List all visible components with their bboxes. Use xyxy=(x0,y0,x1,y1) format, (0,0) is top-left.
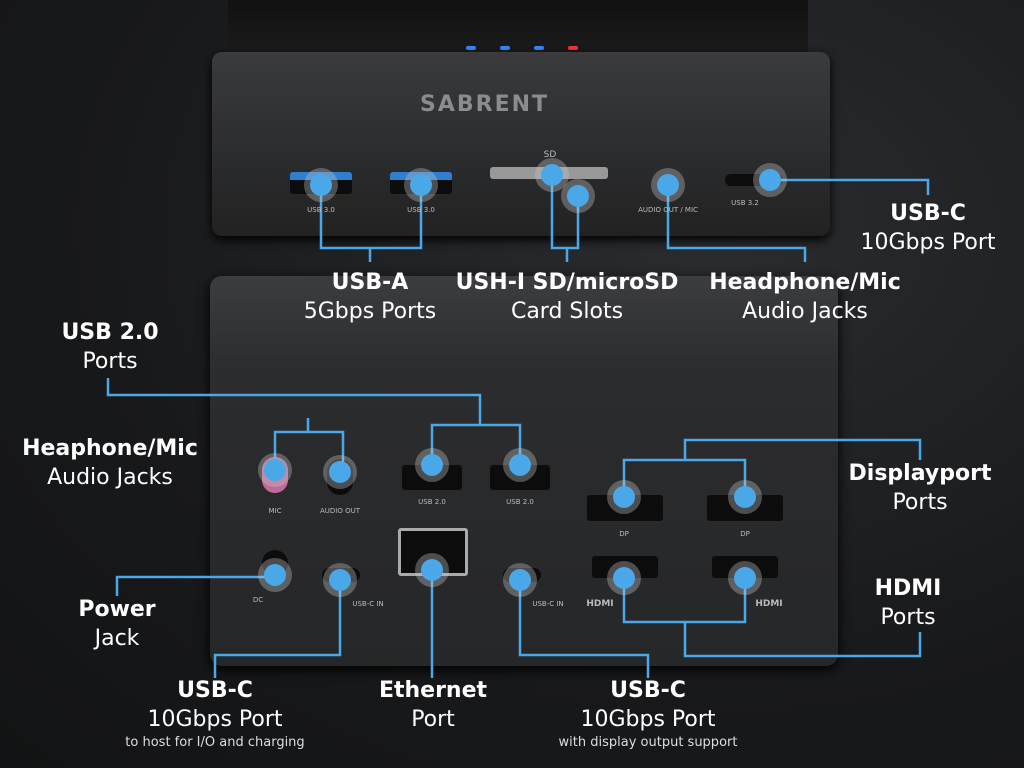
port-marking: USB 2.0 xyxy=(506,498,534,506)
callout-marker xyxy=(759,169,781,191)
port-marking: USB 3.0 xyxy=(307,206,335,214)
callout-marker xyxy=(613,567,635,589)
callout-marker xyxy=(734,567,756,589)
callout-marker xyxy=(509,454,531,476)
port-marking: DC xyxy=(252,596,264,604)
callout-marker xyxy=(264,564,286,586)
callout-marker xyxy=(329,569,351,591)
callout-marker xyxy=(264,459,286,481)
callout-marker xyxy=(734,486,756,508)
callout-marker xyxy=(613,486,635,508)
port-marking: DP xyxy=(619,530,629,538)
brand-logo: SABRENT xyxy=(420,92,550,117)
callout-marker xyxy=(567,185,589,207)
callout-marker xyxy=(421,454,443,476)
port-marking: USB 3.0 xyxy=(407,206,435,214)
port-marking: USB 2.0 xyxy=(418,498,446,506)
dock-top-unit xyxy=(212,52,830,236)
status-led xyxy=(568,46,578,50)
port-marking: USB 3.2 xyxy=(731,199,759,207)
callout-marker xyxy=(421,559,443,581)
status-led xyxy=(500,46,510,50)
port-marking: HDMI xyxy=(755,599,783,609)
port-marking: USB-C IN xyxy=(352,600,384,608)
status-led xyxy=(466,46,476,50)
port-marking: AUDIO OUT / MIC xyxy=(638,206,698,214)
callout-marker xyxy=(329,461,351,483)
port-marking: AUDIO OUT xyxy=(319,507,360,515)
port-marking: MIC xyxy=(268,507,282,515)
callout-marker xyxy=(541,164,563,186)
dock-stand xyxy=(228,0,808,58)
callout-marker xyxy=(410,174,432,196)
port-marking: SD xyxy=(543,150,557,160)
port-marking: HDMI xyxy=(586,599,614,609)
port-marking: DP xyxy=(740,530,750,538)
callout-marker xyxy=(657,174,679,196)
status-led xyxy=(534,46,544,50)
callout-marker xyxy=(509,569,531,591)
callout-marker xyxy=(310,174,332,196)
port-marking: USB-C IN xyxy=(532,600,564,608)
hdmi-port xyxy=(592,556,658,578)
